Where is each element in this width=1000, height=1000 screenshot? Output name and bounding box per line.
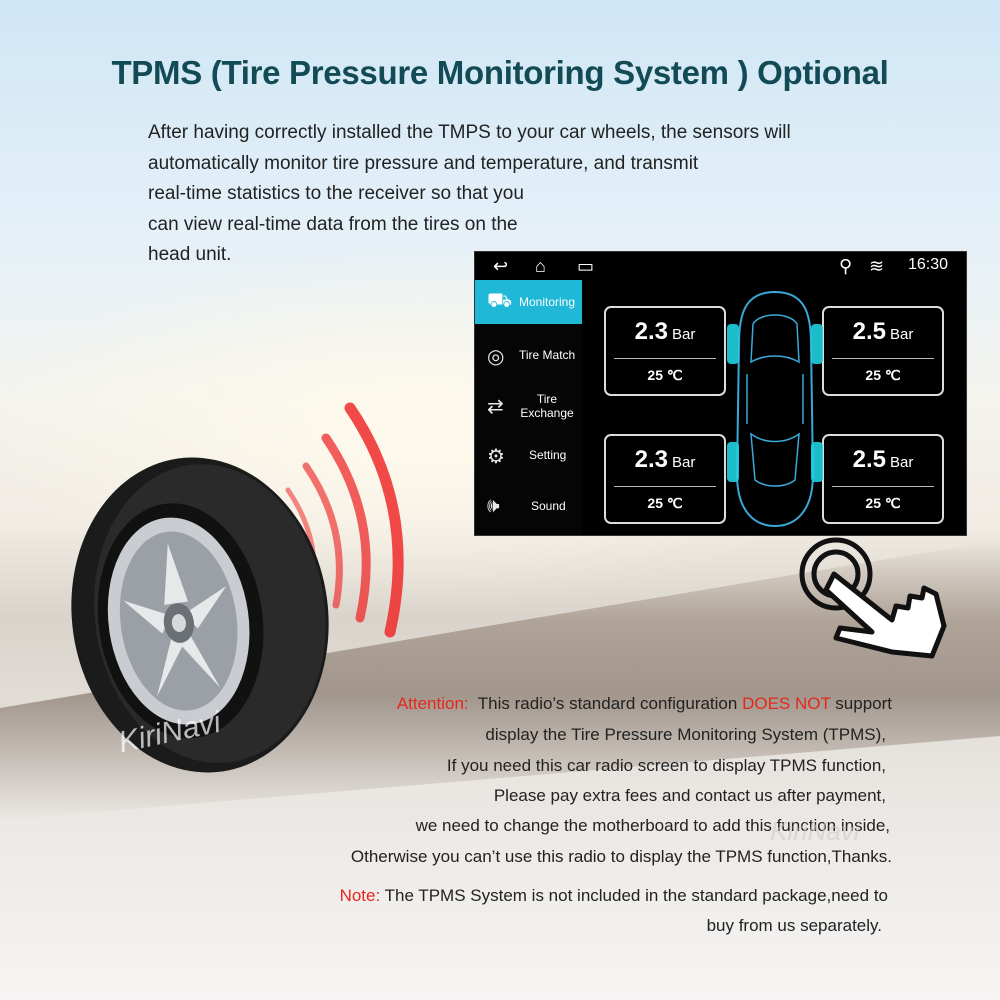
tap-hand-icon: [799, 537, 947, 659]
car-top-view-icon: [727, 290, 823, 528]
location-icon: ⚲: [839, 256, 853, 276]
pressure-unit: Bar: [890, 326, 914, 343]
tire-pressure-value: 2.5: [852, 446, 887, 473]
page-title: TPMS (Tire Pressure Monitoring System ) …: [111, 54, 889, 91]
sidebar-item-setting[interactable]: ⚙ Setting: [475, 432, 582, 482]
attention-line-1: Attention: This radio’s standard configu…: [397, 694, 892, 714]
recent-apps-icon[interactable]: ▭: [577, 256, 595, 276]
tpms-sidebar: ⛟ Monitoring ◎ Tire Match ⇄ Tire Exchang…: [475, 280, 582, 535]
tire-temperature: 25 ℃: [647, 495, 683, 511]
sidebar-item-label: Setting: [529, 448, 567, 462]
tire-pressure-value: 2.3: [634, 318, 669, 345]
sidebar-item-label: Tire Exchange: [520, 392, 574, 420]
sidebar-item-label: Tire Match: [519, 348, 576, 362]
attention-line: display the Tire Pressure Monitoring Sys…: [485, 725, 886, 744]
head-unit-screen: ↩ ⌂ ▭ ⚲ ≋ 16:30 ⛟ Monitoring ◎ Tire Matc…: [474, 251, 967, 536]
sidebar-item-tire-match[interactable]: ◎ Tire Match: [475, 332, 582, 382]
sidebar-item-sound[interactable]: 🕪 Sound: [475, 483, 582, 533]
intro-line: After having correctly installed the TMP…: [148, 122, 791, 143]
tire-temperature: 25 ℃: [865, 495, 901, 511]
attention-line: Please pay extra fees and contact us aft…: [493, 786, 886, 805]
intro-line: head unit.: [148, 244, 232, 265]
intro-line: real-time statistics to the receiver so …: [148, 183, 524, 204]
intro-line: automatically monitor tire pressure and …: [148, 152, 699, 174]
attention-emphasis: DOES NOT: [742, 694, 831, 713]
attention-line: we need to change the motherboard to add…: [415, 816, 890, 835]
home-icon[interactable]: ⌂: [535, 256, 546, 276]
wifi-icon: ≋: [869, 256, 885, 276]
attention-text: This radio’s standard configuration: [477, 694, 738, 713]
sidebar-item-label: Monitoring: [519, 295, 576, 309]
garage-icon: ⛟: [487, 290, 513, 312]
note-line-1: Note: The TPMS System is not included in…: [340, 886, 888, 906]
tire-temperature: 25 ℃: [647, 367, 683, 383]
watermark-logo: KiriNavi: [770, 816, 860, 846]
attention-line: If you need this car radio screen to dis…: [446, 756, 886, 775]
clock-time: 16:30: [907, 256, 948, 273]
intro-paragraph: After having correctly installed the TMP…: [148, 118, 888, 271]
tire-temperature: 25 ℃: [865, 367, 901, 383]
pressure-unit: Bar: [672, 326, 696, 343]
sidebar-item-monitoring[interactable]: ⛟ Monitoring: [475, 280, 582, 324]
tire-icon: ◎: [487, 346, 505, 368]
tire-pressure-value: 2.5: [852, 318, 887, 345]
intro-line: can view real-time data from the tires o…: [148, 213, 518, 235]
attention-line: Otherwise you can’t use this radio to di…: [350, 847, 892, 866]
back-icon[interactable]: ↩: [493, 256, 509, 276]
note-text: The TPMS System is not included in the s…: [384, 886, 888, 905]
pressure-unit: Bar: [672, 454, 696, 471]
attention-text: support: [835, 694, 892, 713]
attention-label: Attention:: [396, 694, 469, 713]
sidebar-item-tire-exchange[interactable]: ⇄ Tire Exchange: [475, 382, 582, 432]
note-line-2: buy from us separately.: [706, 916, 882, 935]
pressure-unit: Bar: [890, 454, 914, 471]
note-label: Note:: [339, 886, 381, 905]
speaker-icon: 🕪: [487, 495, 500, 517]
sidebar-item-label: Sound: [531, 499, 566, 513]
status-bar: ↩ ⌂ ▭ ⚲ ≋ 16:30: [475, 252, 966, 280]
gear-icon: ⚙: [487, 446, 505, 468]
tire-illustration: [71, 402, 404, 773]
tire-pressure-value: 2.3: [634, 446, 669, 473]
exchange-icon: ⇄: [487, 396, 504, 418]
